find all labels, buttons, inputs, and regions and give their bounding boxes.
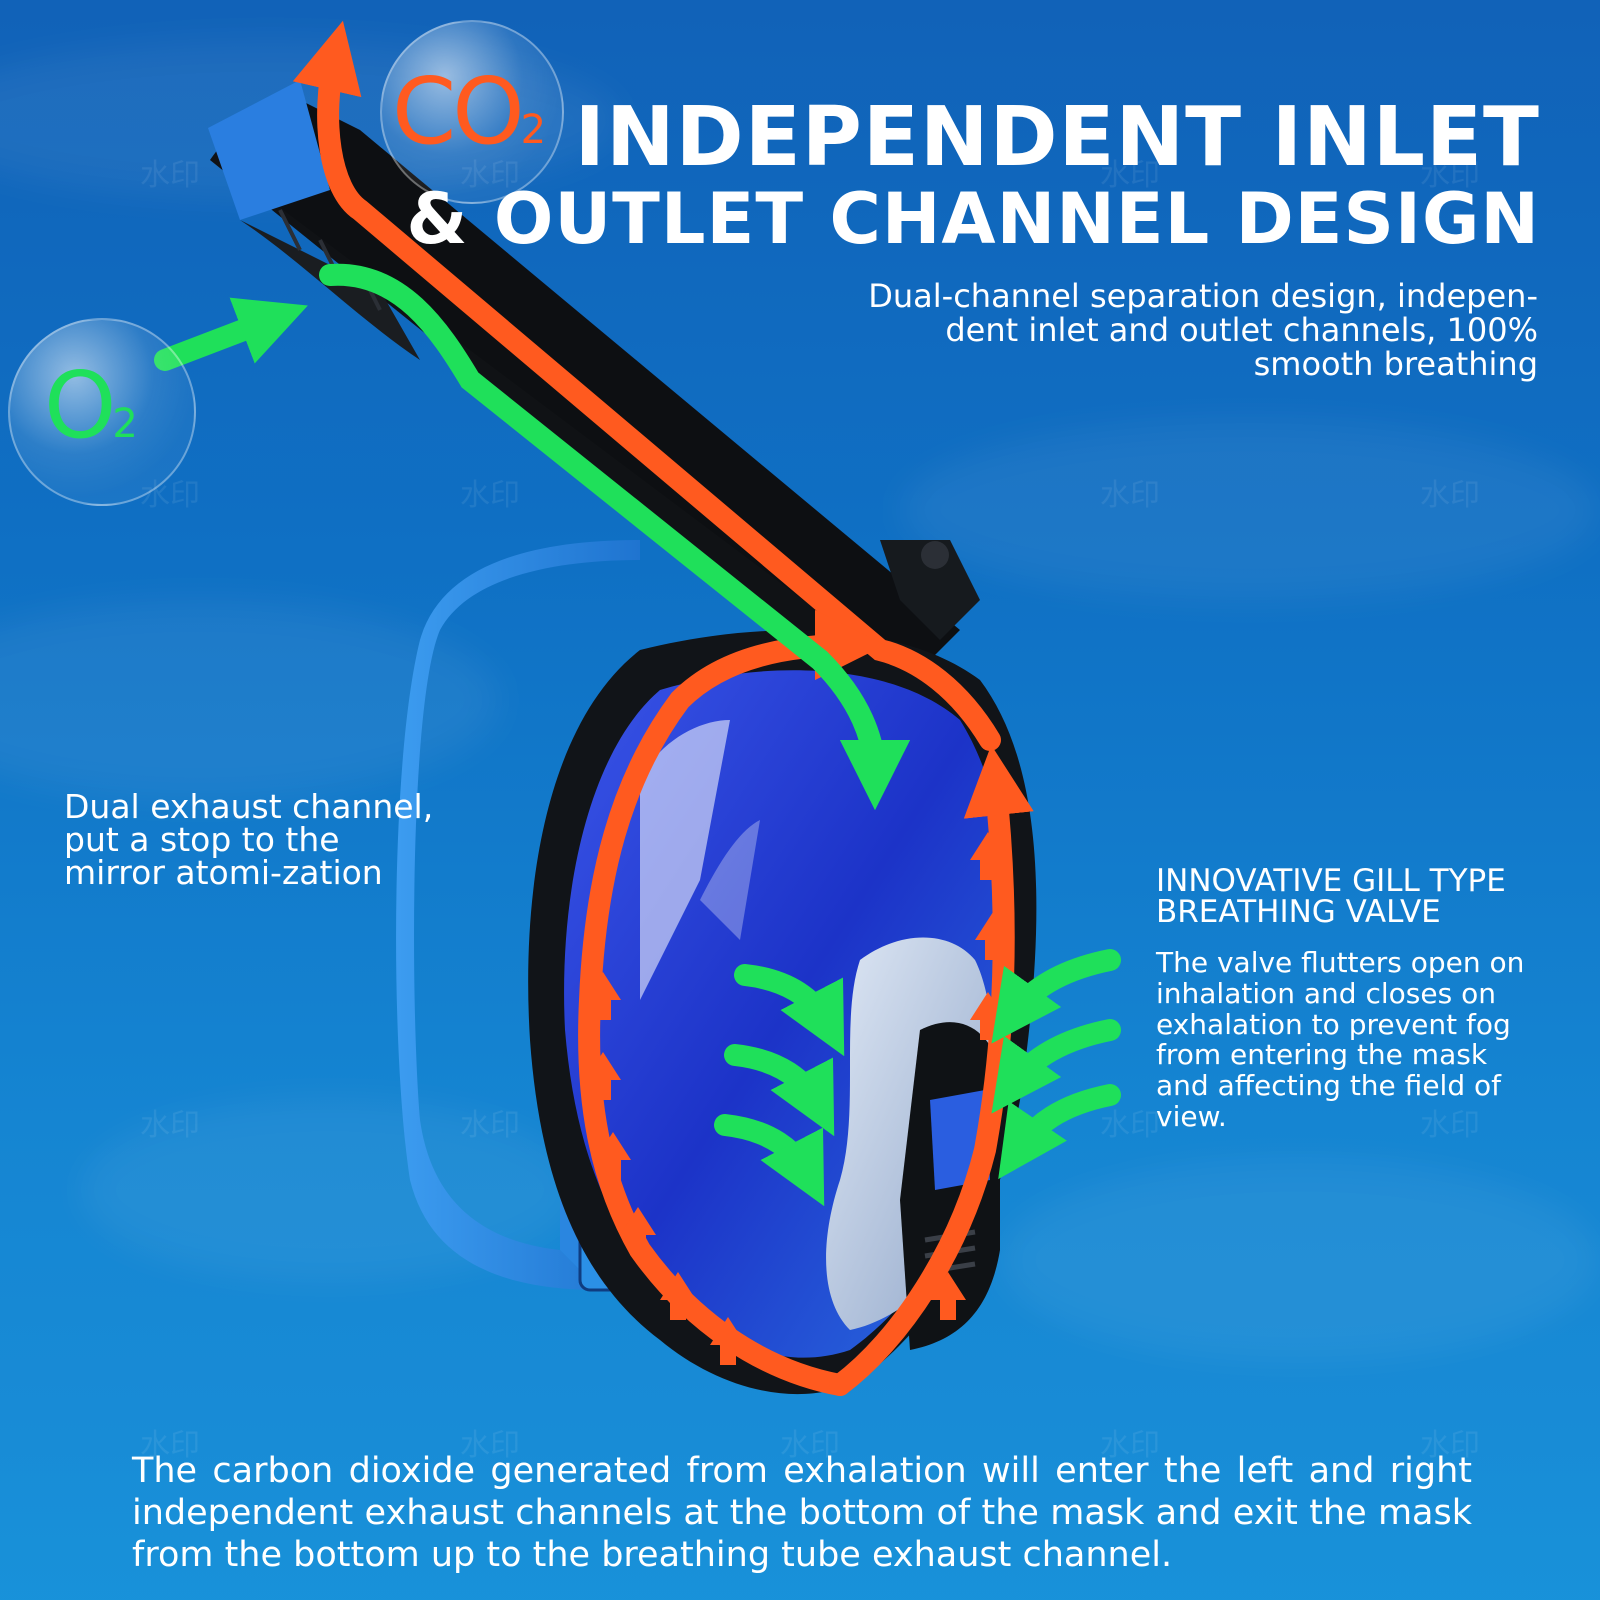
watermark: 水印 [140, 1420, 200, 1464]
co2-label-main: CO [392, 58, 525, 165]
watermark: 水印 [460, 1420, 520, 1464]
bottom-band [0, 1430, 1600, 1600]
watermark: 水印 [780, 1420, 840, 1464]
co2-label-sub: 2 [520, 107, 547, 153]
green-arrow-icon [319, 263, 911, 811]
watermark: 水印 [1420, 158, 1480, 193]
headline-line-1: INDEPENDENT INLET [574, 90, 1540, 185]
green-arrow-icon [991, 1019, 1121, 1114]
co2-flow-arrows [292, 20, 1034, 1396]
watermark: 水印 [1420, 1420, 1480, 1464]
subheadline: Dual-channel separation design, indepen-… [868, 277, 1538, 383]
co2-label: CO2 [392, 58, 546, 165]
bubble-icon [380, 20, 564, 204]
watermark: 水印 [1100, 1420, 1160, 1464]
watermark: 水印 [1100, 478, 1160, 513]
green-arrow-icon [154, 297, 308, 371]
gill-valve-title: INNOVATIVE GILL TYPE BREATHING VALVE [1156, 863, 1506, 930]
bottom-description: The carbon dioxide generated from exhala… [132, 1451, 1472, 1575]
water-ripple [900, 420, 1600, 600]
orange-arrow-icon [578, 609, 886, 1396]
watermark: 水印 [140, 1108, 200, 1143]
o2-label: O2 [44, 352, 138, 459]
watermark: 水印 [460, 1108, 520, 1143]
headline-line-2: & OUTLET CHANNEL DESIGN [406, 178, 1540, 260]
watermark: 水印 [1100, 1108, 1160, 1143]
watermark: 水印 [1420, 478, 1480, 513]
green-arrow-icon [998, 1084, 1121, 1180]
watermark: 水印 [1100, 158, 1160, 193]
watermark: 水印 [140, 158, 200, 193]
o2-flow-arrows [154, 263, 1121, 1207]
orange-arrow-icon [292, 20, 1001, 751]
watermark: 水印 [1420, 1108, 1480, 1143]
water-ripple [1000, 1160, 1600, 1360]
watermark: 水印 [460, 478, 520, 513]
co2-chevrons [585, 832, 1011, 1365]
green-arrow-icon [714, 1114, 825, 1207]
orange-arrow-icon [829, 744, 1034, 1396]
o2-label-sub: 2 [112, 401, 138, 447]
left-callout: Dual exhaust channel, put a stop to the … [64, 787, 434, 892]
o2-label-main: O [44, 352, 116, 459]
gill-valve-text: The valve flutters open on inhalation an… [1156, 946, 1525, 1133]
green-arrow-icon [724, 1044, 835, 1137]
bubble-icon [8, 318, 196, 506]
green-arrow-icon [991, 949, 1121, 1044]
green-arrow-icon [734, 964, 845, 1057]
